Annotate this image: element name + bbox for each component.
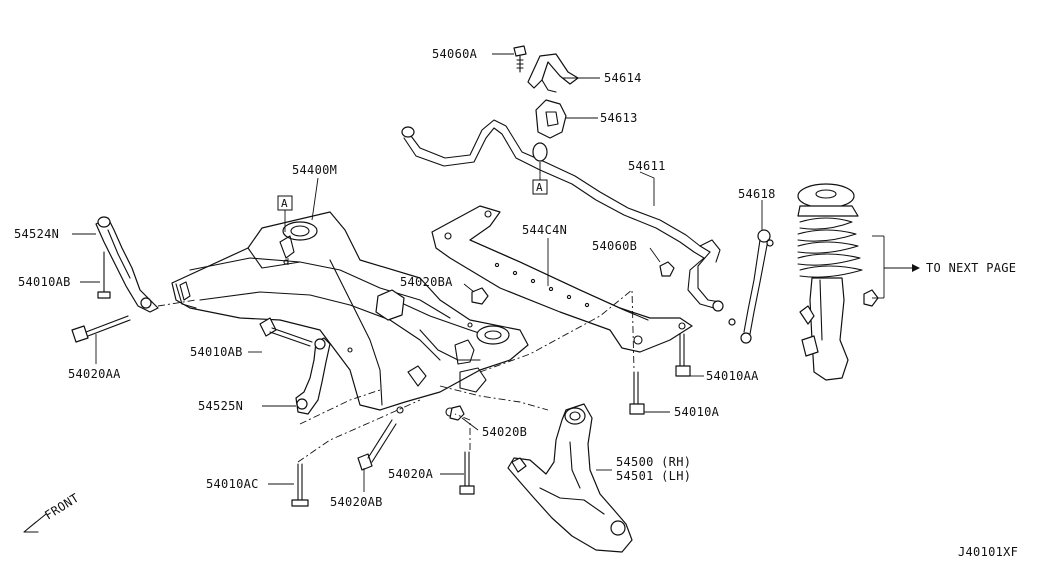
member-stay-54525N [295, 337, 331, 415]
label-54060B: 54060B [592, 239, 637, 253]
label-54524N: 54524N [14, 227, 59, 241]
label-544C4N: 544C4N [522, 223, 567, 237]
label-to-next-page: TO NEXT PAGE [926, 261, 1016, 275]
next-page-arrow-icon [912, 264, 920, 272]
label-54020AB: 54020AB [330, 495, 383, 509]
bolt-54020A [459, 451, 475, 495]
label-54020BA: 54020BA [400, 275, 453, 289]
label-54613: 54613 [600, 111, 638, 125]
label-54525N: 54525N [198, 399, 243, 413]
stabilizer-bushing-54613 [535, 99, 567, 139]
bolt-54010AC [291, 463, 309, 507]
label-54010A: 54010A [674, 405, 720, 419]
nut-54060B [659, 261, 675, 277]
front-label: FRONT [42, 491, 81, 523]
label-54020A: 54020A [388, 467, 434, 481]
label-54010AA: 54010AA [706, 369, 759, 383]
nut-54020B [449, 405, 465, 421]
label-54060A: 54060A [432, 47, 478, 61]
callout-labels: 54060A 54614 54613 54611 54618 54400M 54… [14, 47, 1018, 559]
bolt-54020AA [71, 315, 131, 343]
label-54010AB-upper: 54010AB [18, 275, 71, 289]
ref-marker-a-stabilizer-text: A [536, 181, 543, 194]
front-direction-indicator: FRONT [23, 491, 81, 533]
label-54500-rh: 54500 (RH) [616, 455, 691, 469]
bolt-54010AA [675, 333, 691, 377]
lower-arm-54500-54501 [507, 403, 633, 553]
strut-assembly [797, 183, 879, 381]
leader-lines [72, 53, 920, 492]
label-54010AC: 54010AC [206, 477, 259, 491]
label-54614: 54614 [604, 71, 642, 85]
label-54010AB-middle: 54010AB [190, 345, 243, 359]
bolt-54010A [629, 371, 645, 415]
member-stay-544C4N [431, 205, 693, 353]
bolt-54060A [513, 45, 527, 73]
bolt-54010AB-upper [97, 251, 111, 299]
suspension-member-54400M [171, 211, 529, 417]
label-54020B: 54020B [482, 425, 527, 439]
label-54400M: 54400M [292, 163, 337, 177]
stabilizer-bar-54611 [401, 119, 724, 312]
label-54501-lh: 54501 (LH) [616, 469, 691, 483]
diagram-code: J40101XF [958, 545, 1018, 559]
label-54020AA: 54020AA [68, 367, 121, 381]
stabilizer-link-54618 [728, 229, 774, 344]
stabilizer-clamp-54614 [527, 53, 579, 93]
member-stay-54524N [95, 216, 159, 313]
ref-marker-a-upper: A [277, 195, 293, 232]
ref-marker-a-stabilizer: A [532, 162, 548, 195]
bolt-54020BA [471, 287, 489, 305]
bolt-54020AB [357, 419, 397, 471]
ref-marker-a-upper-text: A [281, 197, 288, 210]
assembly-guide-lines [157, 162, 635, 463]
label-54618: 54618 [738, 187, 776, 201]
label-54611: 54611 [628, 159, 666, 173]
front-arrow-icon [23, 513, 47, 533]
bolt-54010AB-middle [259, 317, 313, 347]
